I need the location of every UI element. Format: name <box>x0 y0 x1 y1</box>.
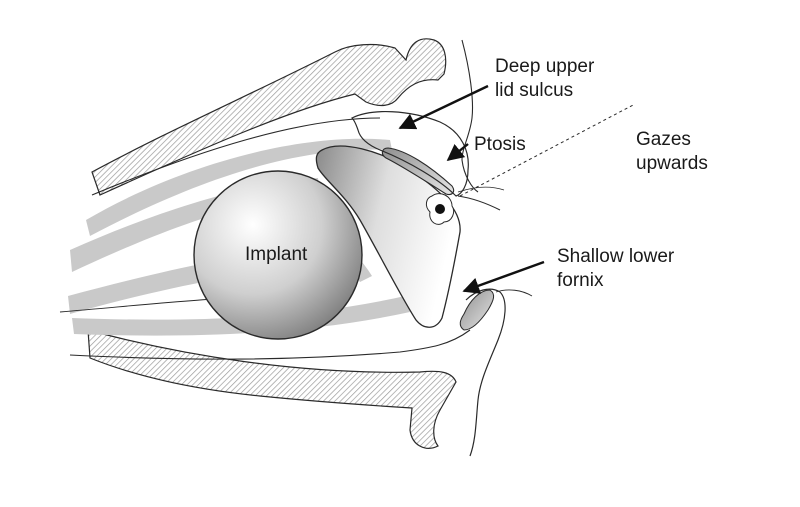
label-deep-upper-lid-sulcus-line-2: lid sulcus <box>495 80 574 101</box>
lower-eyelid <box>465 288 506 457</box>
label-deep-upper-lid-sulcus-line-1: Deep upper <box>495 56 595 77</box>
orbital-fat-band-3 <box>68 262 214 314</box>
upper-lid-skin <box>461 39 479 193</box>
orbital-floor-bone <box>87 329 457 449</box>
arrow-deep-upper-lid-sulcus <box>398 84 489 130</box>
upper-eyelid <box>350 111 469 197</box>
tissue-band-outline-2 <box>69 329 471 360</box>
implant-sphere <box>193 170 363 340</box>
upper-lashes-2 <box>457 186 505 193</box>
label-shallow-lower-fornix-line-1: Shallow lower <box>557 246 675 267</box>
label-gazes-upwards-line-1: Gazes <box>636 129 691 150</box>
lower-lashes <box>495 289 533 297</box>
label-gazes-upwards: Gazes upwards <box>636 128 708 176</box>
tissue-band-outline-1 <box>91 117 381 196</box>
label-shallow-lower-fornix: Shallow lower fornix <box>557 245 674 293</box>
lower-tarsal-plate <box>459 289 495 331</box>
arrow-ptosis <box>446 143 469 162</box>
label-implant: Implant <box>245 244 308 265</box>
arrow-shallow-lower-fornix <box>462 260 545 294</box>
gaze-direction-line <box>459 103 636 197</box>
upper-lashes <box>457 195 501 211</box>
orbital-roof-bone <box>91 38 447 196</box>
label-shallow-lower-fornix-line-2: fornix <box>557 270 604 291</box>
label-ptosis: Ptosis <box>474 134 526 155</box>
orbital-fat-band-4 <box>72 296 410 336</box>
pupil <box>435 204 445 214</box>
label-deep-upper-lid-sulcus: Deep upper lid sulcus <box>495 55 594 103</box>
label-gazes-upwards-line-2: upwards <box>636 153 708 174</box>
